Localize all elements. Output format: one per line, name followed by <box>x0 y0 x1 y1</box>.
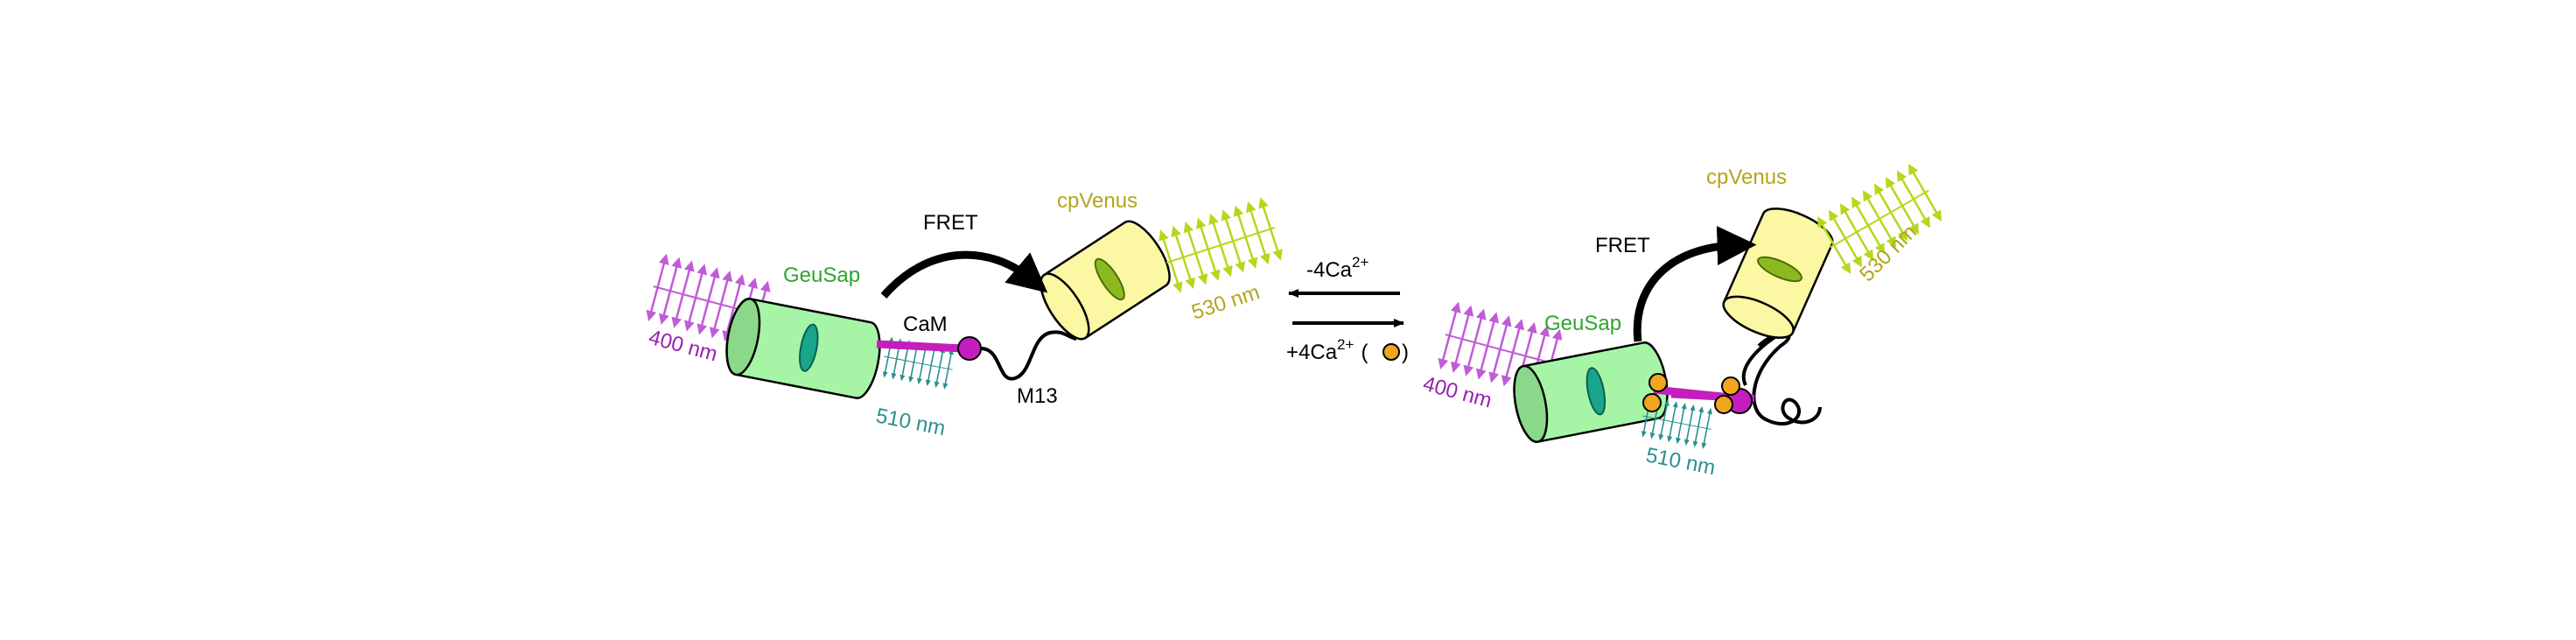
reverse-label-base: -4Ca <box>1306 258 1353 282</box>
left-acceptor-label: cpVenus <box>1057 189 1138 213</box>
left-donor-chromophore <box>799 323 819 372</box>
right-acceptor-emission-wave <box>1817 164 1942 274</box>
left-m13-linker <box>980 330 1077 381</box>
left-cam <box>876 336 982 361</box>
left-fret-arrow <box>880 250 1048 299</box>
forward-label-tail: ( <box>1361 341 1368 364</box>
right-donor-emission-label: 510 nm <box>1644 443 1718 480</box>
left-acceptor-barrel <box>1040 220 1171 341</box>
right-acceptor-label: cpVenus <box>1706 165 1787 189</box>
right-excitation-label: 400 nm <box>1420 372 1494 413</box>
right-donor-barrel <box>1513 341 1669 443</box>
left-acceptor-emission-wave <box>1158 197 1283 293</box>
right-acceptor-chromophore <box>1757 256 1802 283</box>
right-m13-linker <box>1752 332 1822 426</box>
right-acceptor-emission-label: 530 nm <box>1855 221 1922 287</box>
right-donor-label: GeuSap <box>1544 312 1621 335</box>
left-m13-label: M13 <box>1017 384 1058 408</box>
left-acceptor-emission-label: 530 nm <box>1189 280 1263 324</box>
left-acceptor-chromophore <box>1094 257 1125 301</box>
right-fret-label: FRET <box>1595 234 1650 257</box>
reverse-label: -4Ca2+ <box>1306 254 1368 282</box>
left-donor-barrel <box>725 298 881 399</box>
forward-label-close: ) <box>1402 341 1409 364</box>
left-cam-label: CaM <box>903 313 948 336</box>
equilibrium: -4Ca2+ +4Ca2+( ) <box>1286 254 1409 364</box>
left-fret-label: FRET <box>923 211 978 235</box>
right-acceptor-barrel <box>1722 207 1834 339</box>
left-excitation-label: 400 nm <box>646 326 719 367</box>
right-cam <box>1653 385 1755 414</box>
reverse-label-sup: 2+ <box>1352 254 1368 271</box>
right-calcium-ions <box>1642 373 1740 414</box>
forward-label-sup: 2+ <box>1337 336 1354 353</box>
left-donor-label: GeuSap <box>783 264 860 287</box>
right-donor-chromophore <box>1586 367 1606 416</box>
forward-label: +4Ca2+ ( <box>1286 336 1368 364</box>
right-fret-arrow <box>1633 226 1757 342</box>
forward-label-base: +4Ca <box>1286 341 1338 364</box>
left-donor-emission-label: 510 nm <box>874 404 948 440</box>
right-state: GeuSap cpVenus FRET 400 nm 510 nm 530 nm <box>1420 164 1942 480</box>
right-donor-emission-wave <box>1641 396 1712 449</box>
left-excitation-wave <box>646 253 771 349</box>
calcium-ion-legend <box>1382 343 1400 361</box>
left-state: GeuSap cpVenus FRET CaM M13 400 nm 510 n… <box>646 189 1283 440</box>
